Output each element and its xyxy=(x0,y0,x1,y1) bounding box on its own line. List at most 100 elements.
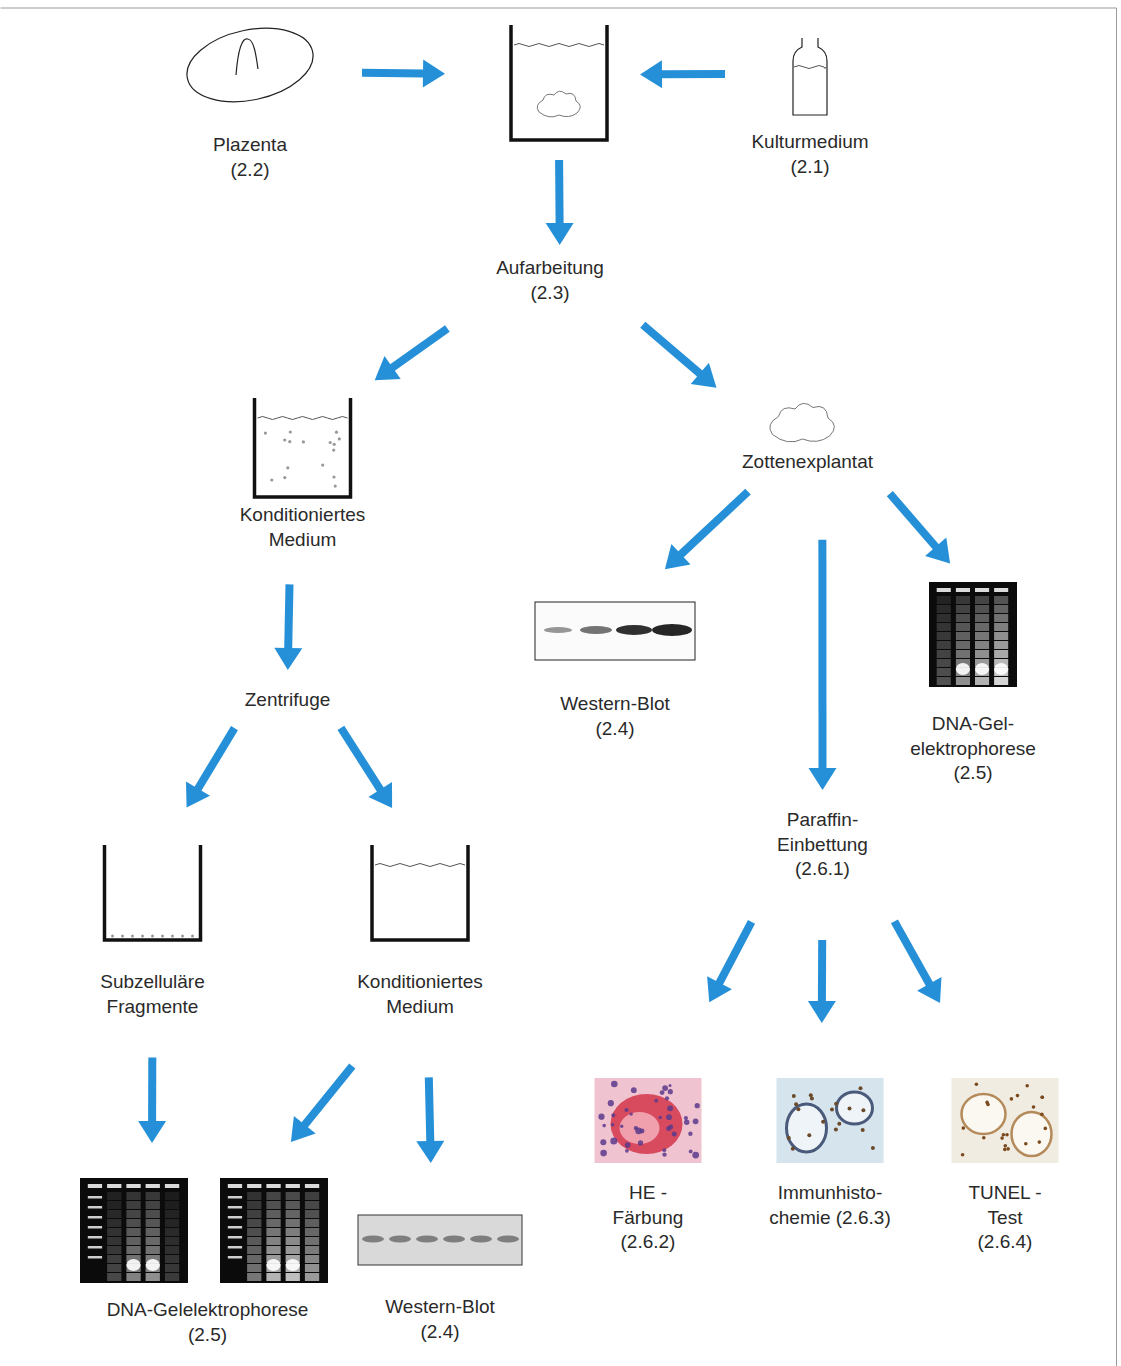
gel-part xyxy=(937,677,951,685)
he-part xyxy=(600,1139,606,1145)
gel2-part xyxy=(165,1210,179,1218)
he-part xyxy=(595,1078,702,1163)
blot-part xyxy=(544,627,572,633)
he-part xyxy=(640,1129,645,1134)
step-label: (2.4) xyxy=(350,1320,530,1345)
gel2-part xyxy=(247,1219,261,1227)
he-part xyxy=(662,1085,668,1091)
gel2-part xyxy=(88,1206,102,1209)
beaker-cloud-part xyxy=(514,44,604,47)
he-part xyxy=(625,1142,631,1148)
gel2-part xyxy=(165,1246,179,1254)
ihc-part xyxy=(861,1128,865,1132)
step-label: Subzelluläre Fragmente xyxy=(80,970,225,1019)
gel-part xyxy=(994,632,1008,640)
gel2-part xyxy=(305,1237,319,1245)
beaker-dots-part xyxy=(270,478,273,481)
beaker-sediment-part xyxy=(131,935,134,938)
beaker-dots-part xyxy=(302,440,305,443)
tunel-part xyxy=(1016,1094,1020,1098)
gel2-part xyxy=(286,1192,300,1200)
he-part xyxy=(654,1099,658,1103)
tunel-part xyxy=(962,1094,1006,1134)
tunel-part xyxy=(1024,1142,1028,1146)
gel2-part xyxy=(88,1216,102,1219)
tunel-part xyxy=(1038,1140,1042,1144)
arrow-shaft xyxy=(362,69,424,78)
arrow-head xyxy=(291,1116,316,1142)
gel-part xyxy=(994,650,1008,658)
gel2-part xyxy=(286,1228,300,1236)
flow-arrow xyxy=(808,940,836,1023)
gel2-part xyxy=(88,1226,102,1229)
placenta-part xyxy=(175,25,325,133)
step-label: (2.3) xyxy=(480,281,620,306)
gel2-part xyxy=(247,1210,261,1218)
step-label: DNA-Gel- elektrophorese xyxy=(888,712,1058,761)
step-label: Konditioniertes Medium xyxy=(345,970,495,1019)
gel2-part xyxy=(146,1184,160,1188)
gel2-part xyxy=(286,1246,300,1254)
gel2-part xyxy=(266,1184,280,1188)
beaker-dots-part xyxy=(286,466,289,469)
ihc-part xyxy=(871,1146,875,1150)
gel2-part xyxy=(305,1255,319,1263)
step-label: TUNEL - Test xyxy=(960,1181,1050,1230)
beaker-dots-illustration xyxy=(225,393,380,503)
gel2-part xyxy=(305,1201,319,1209)
flow-arrow xyxy=(665,492,748,570)
gel2-part xyxy=(146,1273,160,1281)
ihc-part xyxy=(787,1104,827,1152)
gel-part xyxy=(888,580,1058,712)
gel-part xyxy=(975,605,989,613)
tunel-part xyxy=(952,1078,1059,1163)
gel2-part xyxy=(305,1273,319,1281)
arrow-head xyxy=(809,768,837,790)
beaker-dots-part xyxy=(288,440,291,443)
cloud-part xyxy=(770,403,835,442)
gel2-part xyxy=(165,1273,179,1281)
gel2-part xyxy=(266,1237,280,1245)
gel2-part xyxy=(247,1246,261,1254)
flow-arrow xyxy=(341,728,392,808)
he-part xyxy=(692,1152,699,1159)
tunel-part xyxy=(1002,1133,1006,1137)
blot2-illustration xyxy=(350,1173,530,1295)
arrow-head xyxy=(925,538,950,564)
step-label: Kulturmedium xyxy=(740,130,880,155)
frame-line xyxy=(1,8,1117,1366)
tunel-part xyxy=(1004,1144,1008,1148)
beaker-dots-part xyxy=(332,475,335,478)
he-part xyxy=(667,1105,673,1111)
gel2-part xyxy=(305,1192,319,1200)
gel-part xyxy=(975,614,989,622)
bottle-illustration xyxy=(740,35,880,130)
arrow-shaft xyxy=(555,160,564,224)
he-part xyxy=(672,1131,677,1136)
arrow-head xyxy=(917,977,941,1003)
he-part xyxy=(638,1140,643,1145)
beaker-dots-part xyxy=(338,437,341,440)
gel2-part xyxy=(88,1236,102,1239)
tunel-part xyxy=(1000,1136,1004,1140)
gel2-part xyxy=(266,1219,280,1227)
gel2-part xyxy=(165,1255,179,1263)
step-node: Kulturmedium(2.1) xyxy=(740,35,880,179)
blot-part xyxy=(530,600,700,692)
blot2-part xyxy=(470,1236,492,1243)
step-label: (2.2) xyxy=(175,158,325,183)
gel2-part xyxy=(305,1184,319,1188)
beaker-cloud-illustration xyxy=(505,22,613,144)
gel2-part xyxy=(286,1273,300,1281)
beaker-dots-part xyxy=(264,432,267,435)
bottle-part xyxy=(794,66,826,69)
step-label: Zottenexplantat xyxy=(725,450,890,475)
flow-arrow xyxy=(546,160,574,245)
arrow-shaft xyxy=(890,494,937,548)
gel-part xyxy=(937,632,951,640)
gel-part xyxy=(956,663,970,675)
gel2-part xyxy=(126,1184,140,1188)
flow-arrow xyxy=(186,728,235,807)
gel2-part xyxy=(126,1246,140,1254)
he-part xyxy=(662,1148,666,1152)
